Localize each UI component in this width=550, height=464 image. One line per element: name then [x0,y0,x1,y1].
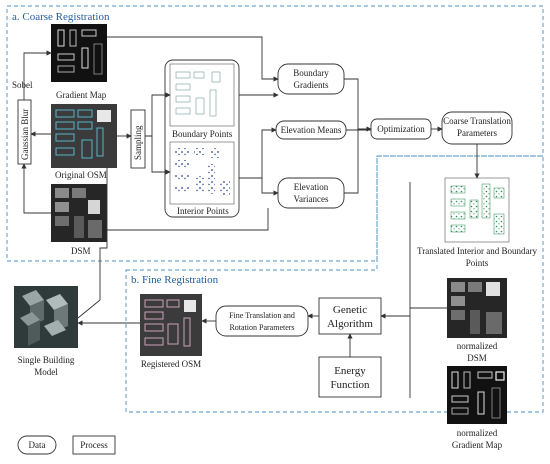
elevation-variances-label-2: Variances [294,194,329,204]
coarse-translation-label-1: Coarse Translation [443,116,511,126]
boundary-points-image [169,63,235,127]
fine-params-label-2: Rotation Parameters [229,323,294,332]
legend-process-shape [72,435,116,455]
energy-function-label-2: Function [330,379,370,391]
boundary-gradients-label-1: Boundary [293,68,329,78]
normalized-dsm-image [447,278,507,338]
fine-registration-title: b. Fine Registration [131,274,219,286]
normalized-gradient-label-1: normalized [457,428,498,438]
energy-function-label-1: Energy [334,365,366,377]
legend-data-label: Data [29,440,46,450]
normalized-gradient-label-2: Gradient Map [452,440,503,450]
sobel-label: Sobel [12,80,33,90]
dsm-image [51,184,107,242]
original-osm-label: Original OSM [55,170,107,180]
connectors [21,36,480,398]
boundary-points-label: Boundary Points [172,129,233,139]
energy-function-box [318,356,382,398]
boundary-gradients-label-2: Gradients [294,80,329,90]
registered-osm-label: Registered OSM [141,359,201,369]
coarse-registration-title: a. Coarse Registration [12,11,110,23]
interior-points-label: Interior Points [177,206,229,216]
translated-points-label-2: Points [466,258,489,268]
sampling-box [130,109,146,169]
fine-registration-frame [125,155,544,413]
normalized-gradient-map-image [447,366,507,424]
single-building-label-1: Single Building [18,355,75,365]
interior-points-image [169,141,235,205]
coarse-registration-frame [6,5,544,262]
gradient-map-label: Gradient Map [56,90,107,100]
translated-points-image [444,177,510,243]
gradient-map-image [51,24,107,82]
normalized-dsm-label-1: normalized [457,341,498,351]
translated-points-label-1: Translated Interior and Boundary [417,246,537,256]
elevation-means-label: Elevation Means [281,125,342,135]
original-osm-image [51,104,117,168]
optimization-label: Optimization [377,124,425,134]
elevation-variances-label-1: Elevation [294,182,329,192]
single-building-label-2: Model [34,367,58,377]
sampling-label: Sampling [133,125,143,160]
normalized-dsm-label-2: DSM [467,353,487,363]
fine-params-label-1: Fine Translation and [229,311,295,320]
gaussian-blur-label: Gaussian Blur [20,109,30,160]
single-building-model-image [14,286,78,348]
legend-process-label: Process [80,440,108,450]
registered-osm-image [140,294,202,356]
genetic-algorithm-label-2: Algorithm [327,318,373,330]
coarse-translation-label-2: Parameters [457,128,497,138]
legend-data-shape [17,435,57,455]
genetic-algorithm-label-1: Genetic [333,304,367,316]
dsm-label: DSM [71,246,91,256]
